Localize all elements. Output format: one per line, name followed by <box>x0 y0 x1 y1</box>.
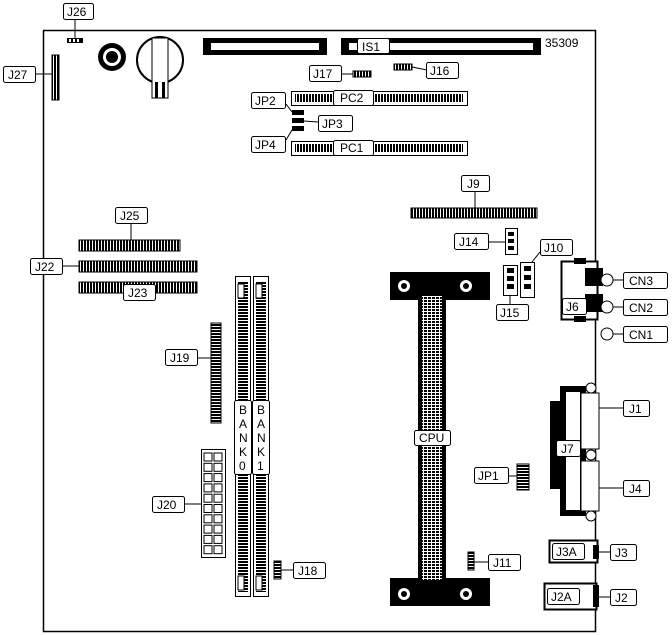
j20-pin <box>203 534 213 544</box>
j6-connector <box>560 258 614 341</box>
label-j16: J16 <box>430 64 450 78</box>
label-j22: J22 <box>35 260 55 274</box>
bank0-char-4: K <box>239 445 247 459</box>
jumper-jp3 <box>292 118 304 123</box>
j20-pin <box>203 473 213 483</box>
bank0-char-1: B <box>239 403 247 417</box>
j20-pin <box>213 493 223 503</box>
label-cn3: CN3 <box>629 274 653 288</box>
j25-header <box>78 239 181 252</box>
jumper-jp4 <box>292 126 304 131</box>
j20-pin <box>203 462 213 472</box>
j27-header <box>51 54 60 101</box>
label-bank0: B A N K 0 <box>239 403 248 473</box>
j7-connector <box>550 382 600 522</box>
j20-pin <box>213 514 223 524</box>
j10-header <box>520 262 535 298</box>
j19-header <box>210 322 222 424</box>
bank0-char-3: N <box>239 431 248 445</box>
j26-header <box>67 38 83 43</box>
j20-pin <box>213 504 223 513</box>
label-j7: J7 <box>561 442 574 456</box>
j20-pin <box>213 452 223 462</box>
isa-slot-is1 <box>341 38 541 55</box>
label-pc2: PC2 <box>340 91 364 105</box>
bank1-char-5: 1 <box>257 459 264 473</box>
j20-pin <box>203 514 213 524</box>
label-j6: J6 <box>566 300 579 314</box>
bank0-char-2: A <box>239 417 247 431</box>
j20-pin <box>213 462 223 472</box>
j20-pin <box>203 493 213 503</box>
label-j4: J4 <box>629 482 642 496</box>
j20-pin <box>213 473 223 483</box>
label-j27: J27 <box>8 68 28 82</box>
label-j25: J25 <box>120 209 140 223</box>
buzzer <box>98 43 126 71</box>
label-j11: J11 <box>493 556 512 570</box>
label-cn2: CN2 <box>629 301 653 315</box>
label-j9: J9 <box>467 177 480 191</box>
label-j20: J20 <box>157 498 177 512</box>
label-j15: J15 <box>500 306 520 320</box>
label-j2a: J2A <box>551 590 572 604</box>
j11-header <box>467 551 475 571</box>
label-is1: IS1 <box>362 40 380 54</box>
j22-header <box>78 260 198 273</box>
j20-pin <box>203 524 213 534</box>
isa-slot-left <box>203 38 327 55</box>
j15-header <box>503 265 518 296</box>
label-cn1: CN1 <box>629 328 653 342</box>
label-j26: J26 <box>67 5 87 19</box>
label-pc1: PC1 <box>340 141 364 155</box>
j20-pin <box>203 452 213 462</box>
bank1-char-2: A <box>257 417 265 431</box>
label-j2: J2 <box>615 591 628 605</box>
label-jp2: JP2 <box>255 94 276 108</box>
bank1-char-1: B <box>257 403 265 417</box>
label-j17: J17 <box>313 67 333 81</box>
label-jp3: JP3 <box>322 117 343 131</box>
label-j14: J14 <box>459 235 479 249</box>
label-j3a: J3A <box>556 545 577 559</box>
j16-header <box>393 63 413 71</box>
j20-pin <box>213 483 223 493</box>
board-number: 35309 <box>545 36 579 50</box>
j20-pin <box>213 545 223 555</box>
j18-header <box>273 560 282 580</box>
jumper-jp2 <box>292 110 304 115</box>
j20-pin <box>213 534 223 544</box>
pc104-slot-pc2 <box>291 91 468 106</box>
j20-pin <box>203 483 213 493</box>
label-jp4: JP4 <box>255 138 276 152</box>
label-j1: J1 <box>629 402 642 416</box>
j9-header <box>410 207 538 219</box>
j14-header <box>505 228 518 255</box>
j17-header <box>352 70 372 78</box>
bank1-char-4: K <box>257 445 265 459</box>
label-bank1: B A N K 1 <box>257 403 266 473</box>
label-j19: J19 <box>170 351 190 365</box>
label-j18: J18 <box>298 564 318 578</box>
label-j10: J10 <box>544 241 564 255</box>
bank0-char-5: 0 <box>239 459 246 473</box>
label-j23: J23 <box>128 286 148 300</box>
j20-power-connector <box>201 449 226 558</box>
pc104-slot-pc1 <box>291 141 468 156</box>
label-jp1: JP1 <box>478 469 499 483</box>
jumper-jp1 <box>516 463 530 491</box>
bank1-char-3: N <box>257 431 266 445</box>
j20-pin <box>203 504 213 513</box>
label-cpu: CPU <box>419 431 444 445</box>
battery <box>136 36 184 99</box>
label-j3: J3 <box>615 546 628 560</box>
j20-pin <box>213 524 223 534</box>
j20-pin <box>203 545 213 555</box>
